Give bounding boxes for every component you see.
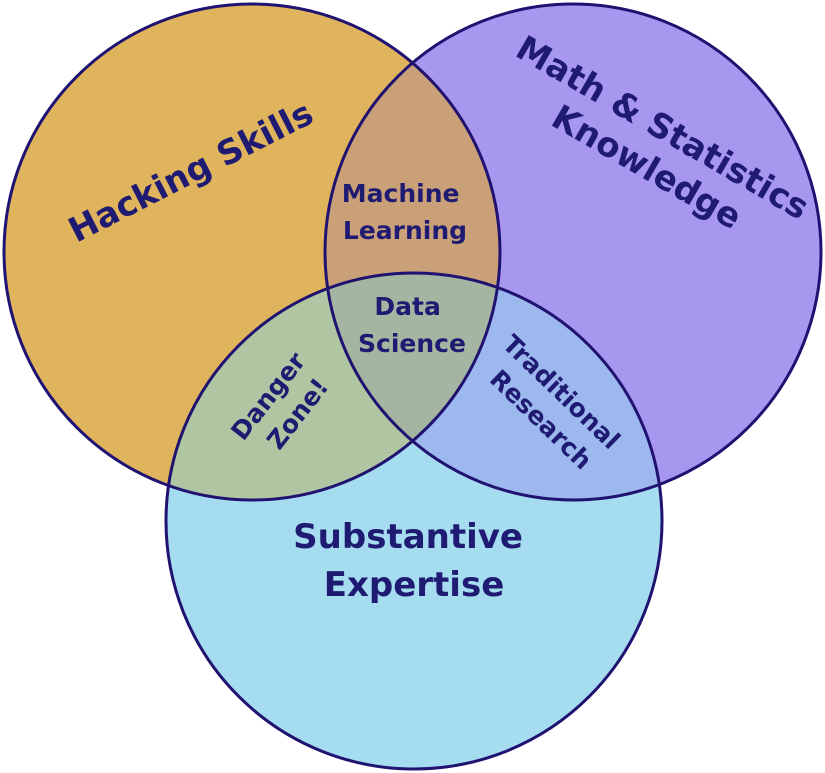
substantive-expertise-outline: [164, 271, 664, 771]
hacking-skills-outline: [2, 2, 502, 502]
machine-learning-label: Machine Learning: [342, 179, 468, 245]
substantive-expertise-label: Substantive Expertise: [293, 517, 535, 605]
math-statistics-outline: [323, 2, 823, 502]
danger-zone-overlap: [166, 273, 500, 500]
traditional-research-overlap: [325, 273, 662, 500]
data-science-label: Data Science: [358, 292, 466, 358]
